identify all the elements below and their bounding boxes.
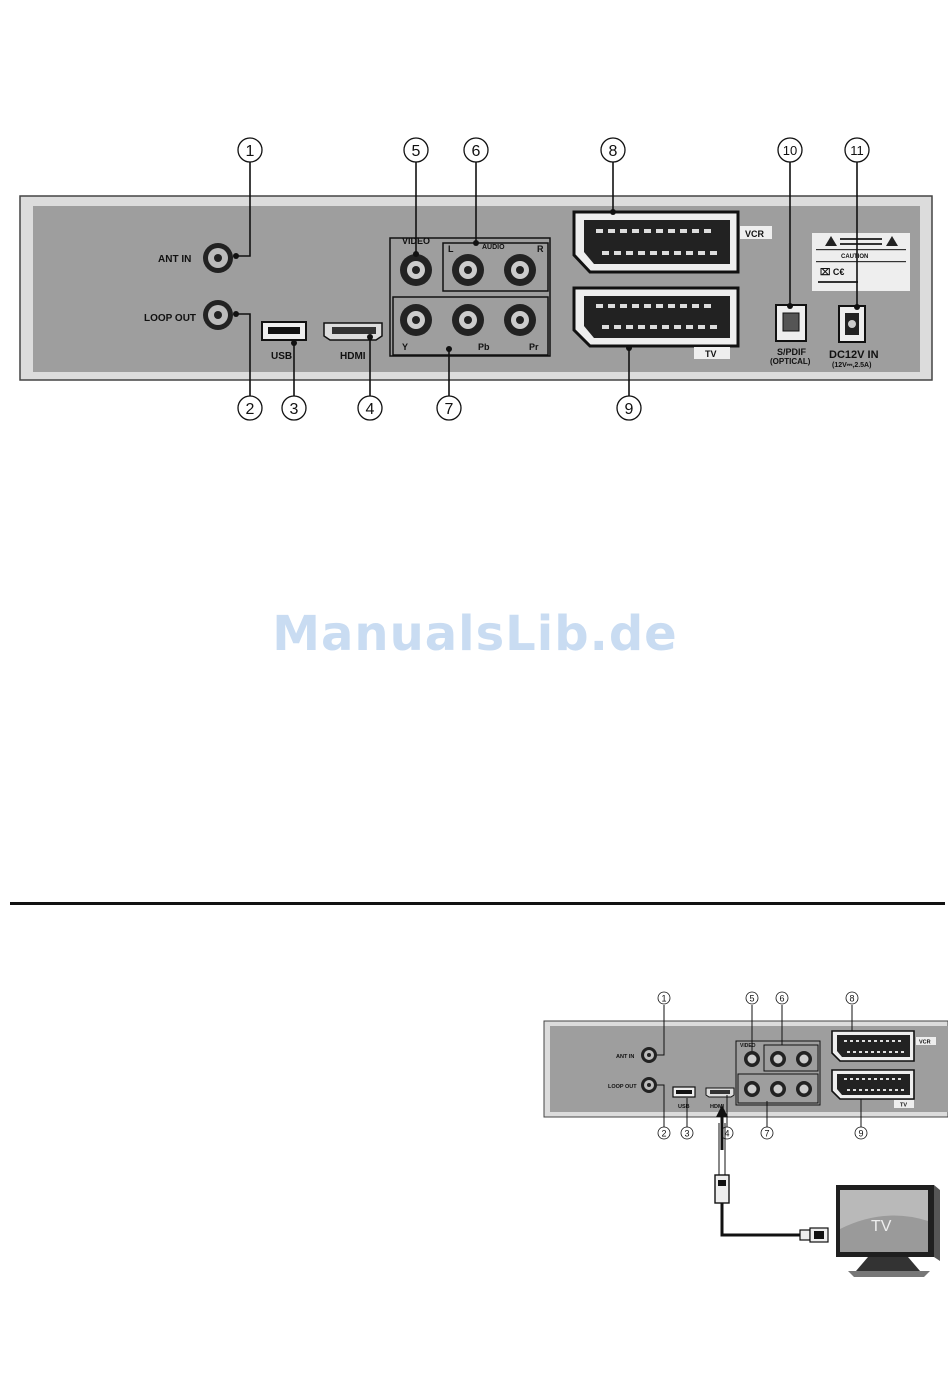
optical-port <box>776 305 806 341</box>
small-callout-8: 8 <box>846 992 858 1004</box>
callout-3: 3 <box>282 396 306 420</box>
caution-label: CAUTION <box>841 254 868 260</box>
small-callout-2: 2 <box>658 1127 670 1139</box>
small-callout-9: 9 <box>855 1127 867 1139</box>
svg-text:5: 5 <box>749 994 754 1004</box>
small-pb-jack <box>770 1081 786 1097</box>
callout-8: 8 <box>601 138 625 162</box>
audio-r-rca-jack <box>504 254 536 286</box>
pb-rca-jack <box>452 304 484 336</box>
small-loop-out-port <box>641 1077 657 1093</box>
audio-l-label: L <box>448 244 454 254</box>
hdmi-port <box>324 323 382 340</box>
svg-text:7: 7 <box>445 401 454 418</box>
callout-2: 2 <box>238 396 262 420</box>
small-callout-7: 7 <box>761 1127 773 1139</box>
callout-6: 6 <box>464 138 488 162</box>
small-scart-tv-port <box>832 1070 914 1099</box>
tv-screen-label: TV <box>871 1218 892 1235</box>
svg-text:8: 8 <box>849 994 854 1004</box>
y-rca-jack <box>400 304 432 336</box>
small-usb-port <box>673 1087 695 1097</box>
svg-text:4: 4 <box>366 401 375 418</box>
pb-label: Pb <box>478 342 490 352</box>
audio-l-rca-jack <box>452 254 484 286</box>
svg-text:9: 9 <box>858 1129 863 1139</box>
small-tv-scart-label: TV <box>900 1103 907 1109</box>
hdmi-cable <box>715 1105 828 1242</box>
svg-text:2: 2 <box>246 401 255 418</box>
section-divider <box>10 902 945 905</box>
small-audio-r-jack <box>796 1051 812 1067</box>
small-usb-label: USB <box>678 1104 690 1110</box>
tv-scart-label: TV <box>705 349 717 359</box>
small-ant-in-label: ANT IN <box>616 1054 634 1060</box>
usb-port <box>262 322 306 340</box>
ant-in-port <box>203 243 233 273</box>
spdif-label: S/PDIF <box>777 347 807 357</box>
dc-in-label: DC12V IN <box>829 349 879 361</box>
svg-text:6: 6 <box>472 143 481 160</box>
svg-text:1: 1 <box>661 994 666 1004</box>
audio-label: AUDIO <box>482 244 505 251</box>
svg-text:9: 9 <box>625 401 634 418</box>
small-ant-in-port <box>641 1047 657 1063</box>
audio-r-label: R <box>537 244 544 254</box>
small-callout-5: 5 <box>746 992 758 1004</box>
dc-rating-label: (12V⎓,2.5A) <box>832 362 871 369</box>
y-label: Y <box>402 342 408 352</box>
dc-in-port <box>839 306 865 342</box>
svg-text:3: 3 <box>684 1129 689 1139</box>
svg-text:3: 3 <box>290 401 299 418</box>
small-callout-1: 1 <box>658 992 670 1004</box>
vcr-label: VCR <box>745 229 765 239</box>
hdmi-label: HDMI <box>340 351 366 362</box>
small-loop-out-label: LOOP OUT <box>608 1084 637 1090</box>
loop-out-port <box>203 300 233 330</box>
svg-text:7: 7 <box>764 1129 769 1139</box>
hdmi-connection-diagram: ANT IN LOOP OUT USB HDMI VIDEO VCR TV <box>538 985 948 1285</box>
callout-4: 4 <box>358 396 382 420</box>
svg-text:10: 10 <box>783 143 797 158</box>
usb-label: USB <box>271 351 292 362</box>
svg-text:5: 5 <box>412 143 421 160</box>
rear-panel-diagram: ANT IN LOOP OUT USB HDMI VIDEO AUDIO L R… <box>0 0 950 430</box>
callout-10: 10 <box>778 138 802 162</box>
svg-text:1: 1 <box>246 143 255 160</box>
callout-7: 7 <box>437 396 461 420</box>
small-hdmi-port <box>706 1088 734 1097</box>
small-scart-vcr-port <box>832 1031 914 1061</box>
pr-label: Pr <box>529 342 539 352</box>
callout-9: 9 <box>617 396 641 420</box>
callout-5: 5 <box>404 138 428 162</box>
small-video-label: VIDEO <box>740 1043 756 1049</box>
watermark: ManualsLib.de <box>0 606 950 662</box>
video-rca-jack <box>400 254 432 286</box>
small-callout-3: 3 <box>681 1127 693 1139</box>
small-vcr-label: VCR <box>919 1040 931 1046</box>
svg-text:2: 2 <box>661 1129 666 1139</box>
ant-in-label: ANT IN <box>158 254 191 265</box>
scart-tv-port <box>574 288 738 346</box>
ce-mark: ⌧ C€ <box>820 267 844 277</box>
svg-text:8: 8 <box>609 143 618 160</box>
small-pr-jack <box>796 1081 812 1097</box>
svg-text:6: 6 <box>779 994 784 1004</box>
caution-sticker: CAUTION ⌧ C€ <box>812 233 910 291</box>
pr-rca-jack <box>504 304 536 336</box>
callout-11: 11 <box>845 138 869 162</box>
callout-1: 1 <box>238 138 262 162</box>
small-video-jack <box>744 1051 760 1067</box>
small-callout-6: 6 <box>776 992 788 1004</box>
optical-label: (OPTICAL) <box>770 357 811 366</box>
loop-out-label: LOOP OUT <box>144 313 196 324</box>
small-y-jack <box>744 1081 760 1097</box>
small-audio-l-jack <box>770 1051 786 1067</box>
svg-text:11: 11 <box>850 143 864 158</box>
scart-vcr-port <box>574 212 738 272</box>
